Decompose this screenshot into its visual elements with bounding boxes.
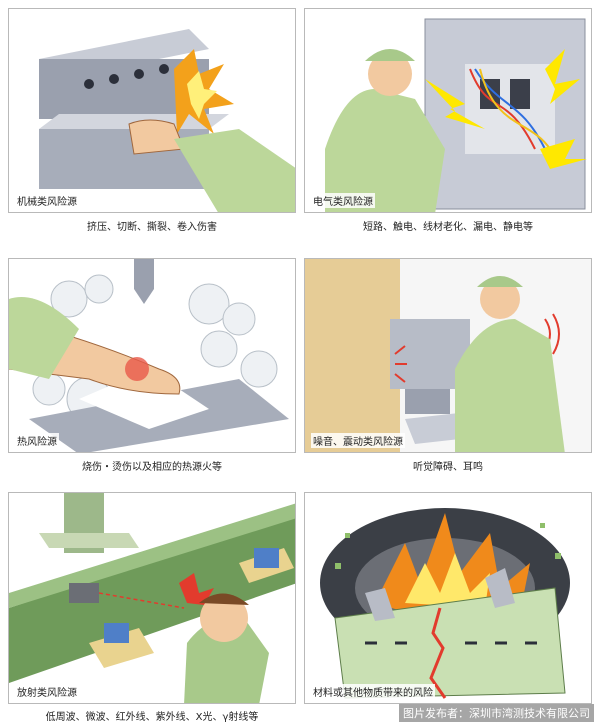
materials-hazard-illustration bbox=[320, 508, 570, 699]
heat-hazard-illustration bbox=[9, 259, 289, 452]
panel-label: 电气类风险源 bbox=[311, 193, 375, 208]
panel-radiation: 放射类风险源 bbox=[8, 492, 296, 704]
panel-label: 热风险源 bbox=[15, 433, 59, 448]
radiation-hazard-illustration bbox=[9, 493, 295, 703]
caption: 听觉障碍、耳鸣 bbox=[413, 462, 483, 473]
panel-materials: 材料或其他物质带来的风险 bbox=[304, 492, 592, 704]
mechanical-hazard-illustration bbox=[39, 29, 295, 212]
panel-mechanical: 机械类风险源 bbox=[8, 8, 296, 213]
panel-label: 放射类风险源 bbox=[15, 684, 79, 699]
panel-heat: 热风险源 bbox=[8, 258, 296, 453]
panel-electrical: 电气类风险源 bbox=[304, 8, 592, 213]
noise-hazard-illustration bbox=[305, 259, 591, 452]
caption: 挤压、切断、撕裂、卷入伤害 bbox=[87, 222, 217, 233]
panel-noise: 噪音、震动类风险源 bbox=[304, 258, 592, 453]
panel-label: 机械类风险源 bbox=[15, 193, 79, 208]
caption: 低周波、微波、红外线、紫外线、X光、γ射线等 bbox=[45, 712, 259, 723]
electrical-hazard-illustration bbox=[325, 18, 587, 212]
panel-label: 噪音、震动类风险源 bbox=[311, 433, 405, 448]
caption: 烧伤・烫伤以及相应的热源火等 bbox=[82, 462, 222, 473]
caption: 短路、触电、线材老化、漏电、静电等 bbox=[363, 222, 533, 233]
image-credit: 图片发布者：深圳市湾测技术有限公司 bbox=[399, 704, 594, 722]
panel-label: 材料或其他物质带来的风险 bbox=[311, 684, 435, 699]
